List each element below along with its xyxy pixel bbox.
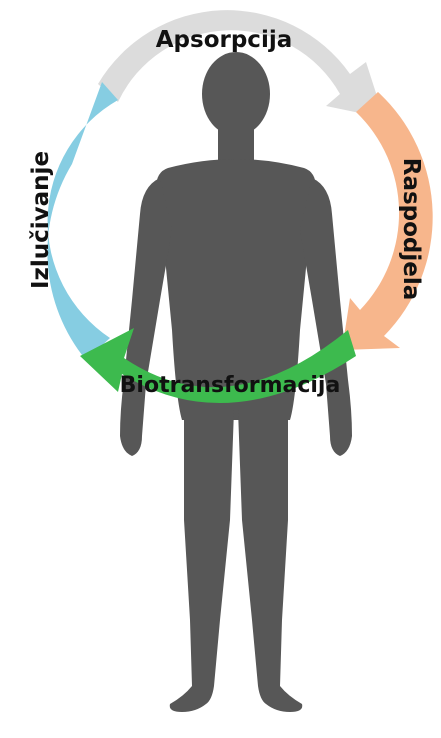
biotransformation-label: Biotransformacija [120, 373, 341, 398]
distribution-label: Raspodjela [398, 158, 424, 301]
excretion-arrow [47, 82, 118, 360]
excretion-label: Izlučivanje [28, 151, 54, 289]
absorption-label: Apsorpcija [156, 27, 292, 53]
